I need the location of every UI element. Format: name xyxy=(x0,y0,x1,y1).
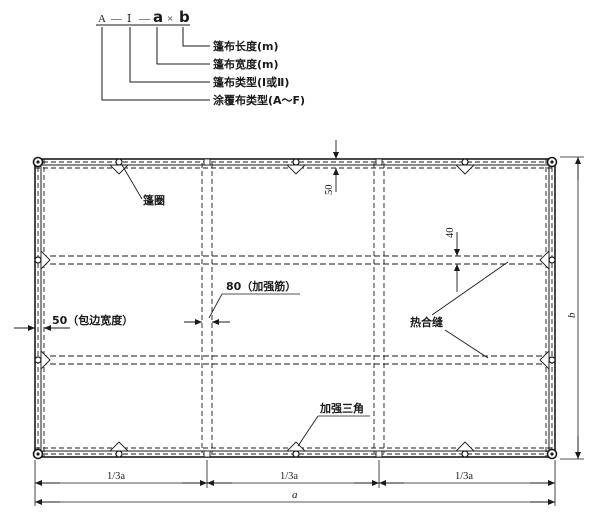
leader-length xyxy=(182,27,210,47)
legend-type: 篷布类型(Ⅰ或Ⅱ) xyxy=(213,75,289,89)
dim-top: 50 xyxy=(324,185,335,196)
vertical-ribs xyxy=(201,163,385,453)
label-seam: 热合缝 xyxy=(410,315,443,329)
leader-width xyxy=(156,27,210,65)
leader-seam-upper xyxy=(431,261,509,316)
code-length: a xyxy=(153,8,163,26)
legend-coating: 涂覆布类型(A～F) xyxy=(213,93,305,107)
legend-length: 篷布长度(m) xyxy=(213,39,279,53)
label-grommet: 篷圈 xyxy=(143,193,165,207)
leader-grommet xyxy=(121,164,143,200)
label-hem: 50（包边宽度） xyxy=(52,313,133,327)
code-width: b xyxy=(179,8,190,26)
label-rib: 80（加强筋） xyxy=(226,279,296,293)
dim-third-1: 1/3a xyxy=(107,471,125,482)
label-corner: 加强三角 xyxy=(319,401,364,415)
tarpaulin-frame xyxy=(34,158,556,458)
leader-type xyxy=(129,27,210,83)
leader-seam-lower xyxy=(444,329,489,359)
dim-total-a: a xyxy=(292,489,298,501)
dim-total-b: b xyxy=(566,312,578,318)
code-times: × xyxy=(167,13,173,25)
dim-third-2: 1/3a xyxy=(280,471,298,482)
right-extension-lines xyxy=(560,156,584,460)
code-leaders xyxy=(101,27,210,101)
code-coating: A xyxy=(98,13,106,25)
code-designation: A — Ⅰ — a × b xyxy=(96,8,190,26)
code-dash-1: — xyxy=(110,13,123,25)
leader-coating xyxy=(101,27,210,101)
code-dash-2: — xyxy=(138,13,151,25)
reinforcement-triangles xyxy=(40,164,550,452)
code-type: Ⅰ xyxy=(127,13,131,25)
legend-width: 篷布宽度(m) xyxy=(213,57,279,71)
heat-seams xyxy=(41,255,549,365)
leader-rib xyxy=(208,293,223,319)
leader-corner xyxy=(297,415,319,447)
grommets xyxy=(32,156,558,460)
dim-third-3: 1/3a xyxy=(455,471,473,482)
dim-inner: 40 xyxy=(445,228,456,239)
